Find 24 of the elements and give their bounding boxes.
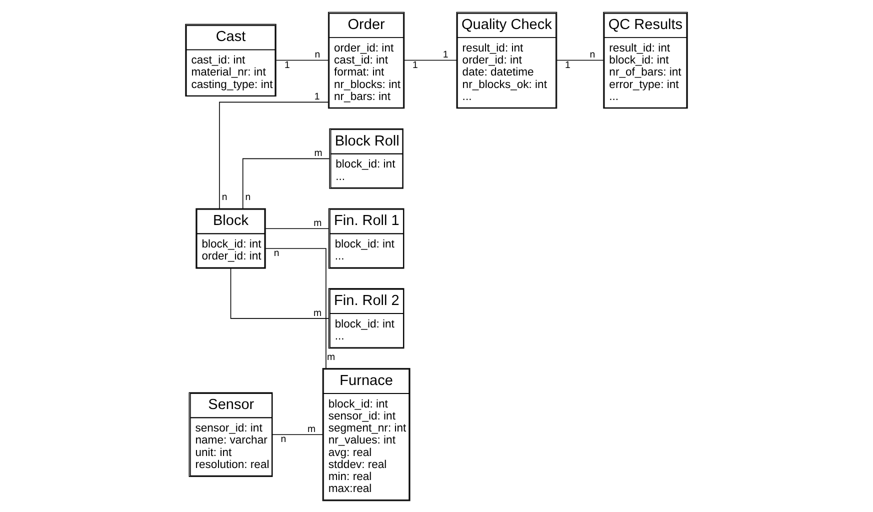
label: m	[314, 217, 322, 228]
label: 1	[412, 59, 418, 70]
label: 1	[284, 59, 290, 70]
label: m	[314, 307, 322, 318]
label: m	[327, 351, 336, 362]
connector	[265, 248, 326, 368]
label: m	[308, 423, 316, 434]
connector	[219, 101, 329, 209]
label: n	[280, 434, 286, 445]
connector	[404, 59, 457, 60]
label: n	[222, 192, 228, 203]
label: m	[314, 148, 322, 159]
label: n	[590, 49, 596, 60]
label: 1	[314, 91, 320, 102]
connector	[276, 59, 329, 60]
connector	[272, 434, 323, 435]
label: n	[314, 49, 320, 60]
connector	[242, 158, 330, 208]
label: n	[245, 192, 251, 203]
label: n	[274, 248, 280, 259]
label: 1	[565, 59, 570, 70]
label: 1	[442, 49, 448, 60]
connector	[556, 59, 604, 60]
connector	[230, 268, 329, 318]
